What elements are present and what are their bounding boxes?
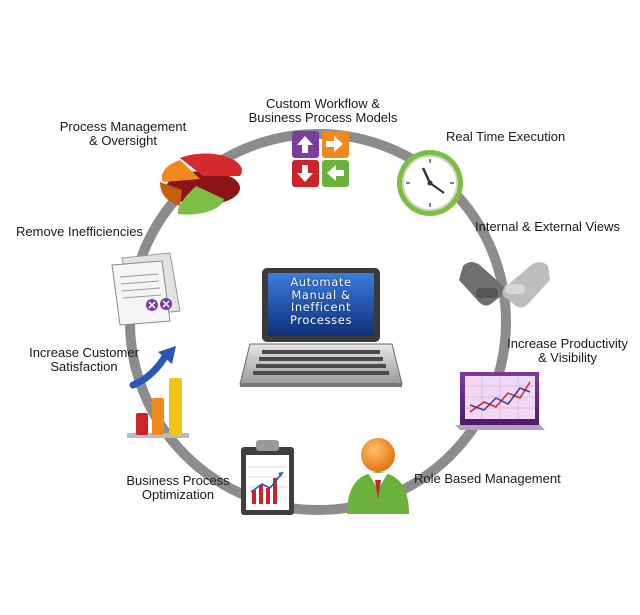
label-increase-customer-satisfaction: Increase Customer Satisfaction	[29, 345, 139, 374]
label-real-time-execution: Real Time Execution	[446, 129, 566, 144]
line-chart-icon	[455, 372, 545, 430]
workflow-arrows-icon	[292, 131, 349, 187]
clipboard-chart-icon	[241, 440, 294, 515]
label-role-based-management: Role Based Management	[414, 471, 561, 486]
label-remove-inefficiencies: Remove Inefficiencies	[16, 224, 143, 239]
laptop-icon	[239, 268, 403, 387]
handshake-icon	[459, 262, 550, 308]
label-process-management: Process Management & Oversight	[59, 119, 187, 148]
documents-icon	[111, 252, 181, 326]
label-business-process-optimization: Business Process Optimization	[126, 473, 230, 502]
growth-bars-icon	[127, 346, 189, 438]
pie-chart-icon	[160, 153, 242, 215]
label-internal-external-views: Internal & External Views	[475, 219, 620, 234]
person-icon	[347, 438, 409, 514]
clock-icon	[397, 150, 463, 216]
center-screen-text: Automate Manual & Inefficent Processes	[289, 275, 353, 327]
label-custom-workflow: Custom Workflow & Business Process Model…	[248, 96, 398, 125]
label-increase-productivity: Increase Productivity & Visibility	[507, 336, 628, 365]
